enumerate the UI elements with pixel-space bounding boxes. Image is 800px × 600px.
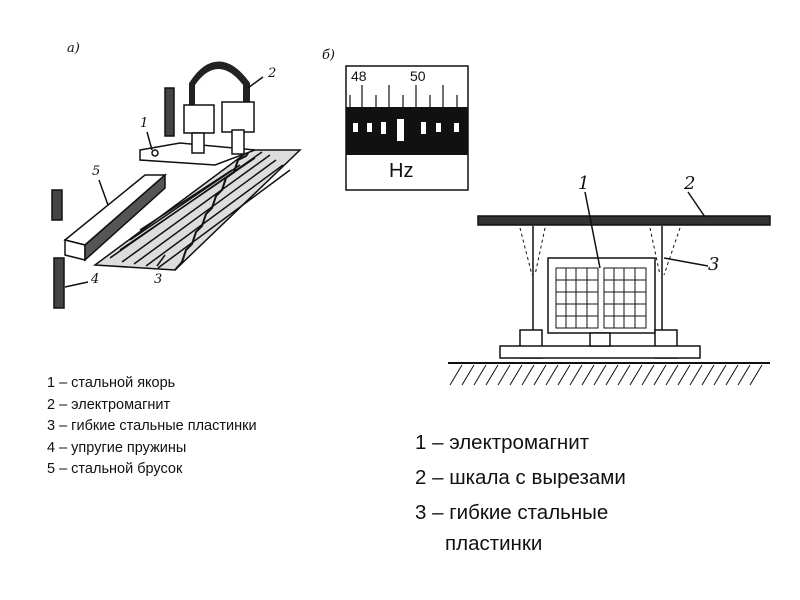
legend-right: 1 – электромагнит 2 – шкала с вырезами 3… <box>415 425 626 561</box>
legend-item: 3 – гибкие стальные <box>415 501 609 524</box>
panel-label-a: а) <box>67 41 80 56</box>
section-callout-3: 3 <box>708 254 720 275</box>
steel-plates <box>92 149 302 271</box>
scale-label-50: 50 <box>410 68 426 84</box>
ground-hatching <box>449 364 763 386</box>
steel-bar <box>63 173 167 262</box>
springs <box>51 87 175 309</box>
panel-label-b: б) <box>322 48 336 63</box>
callout-3: 3 <box>154 272 163 287</box>
legend-item: 4 – упругие пружины <box>47 439 187 456</box>
legend-left: 1 – стальной якорь 2 – электромагнит 3 –… <box>47 373 257 481</box>
legend-item: 3 – гибкие стальные пластинки <box>47 418 257 435</box>
legend-item: 1 – стальной якорь <box>47 375 176 391</box>
electromagnet <box>183 61 255 155</box>
callout-1: 1 <box>140 116 149 131</box>
section-callout-1: 1 <box>578 173 590 194</box>
steel-anchor <box>139 142 256 166</box>
legend-item: 5 – стальной брусок <box>47 461 183 478</box>
unit-label: Hz <box>389 160 414 182</box>
scale-label-48: 48 <box>351 68 367 84</box>
legend-item: 2 – электромагнит <box>47 396 171 413</box>
section-callout-2: 2 <box>684 173 696 194</box>
legend-item: 2 – шкала с вырезами <box>415 466 626 489</box>
legend-item-continuation: пластинки <box>445 532 543 555</box>
callout-5: 5 <box>92 164 101 179</box>
frequency-scale <box>345 65 469 191</box>
legend-item: 1 – электромагнит <box>415 431 590 454</box>
diagram-cross-section <box>448 191 771 386</box>
callout-2: 2 <box>268 66 277 81</box>
callout-4: 4 <box>91 272 100 287</box>
